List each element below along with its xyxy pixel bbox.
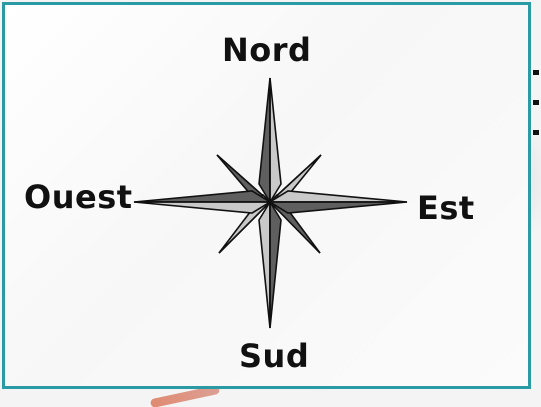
south-label: Sud [239,340,309,372]
north-label: Nord [222,34,311,66]
east-label: Est [417,192,475,224]
west-label: Ouest [24,181,133,213]
